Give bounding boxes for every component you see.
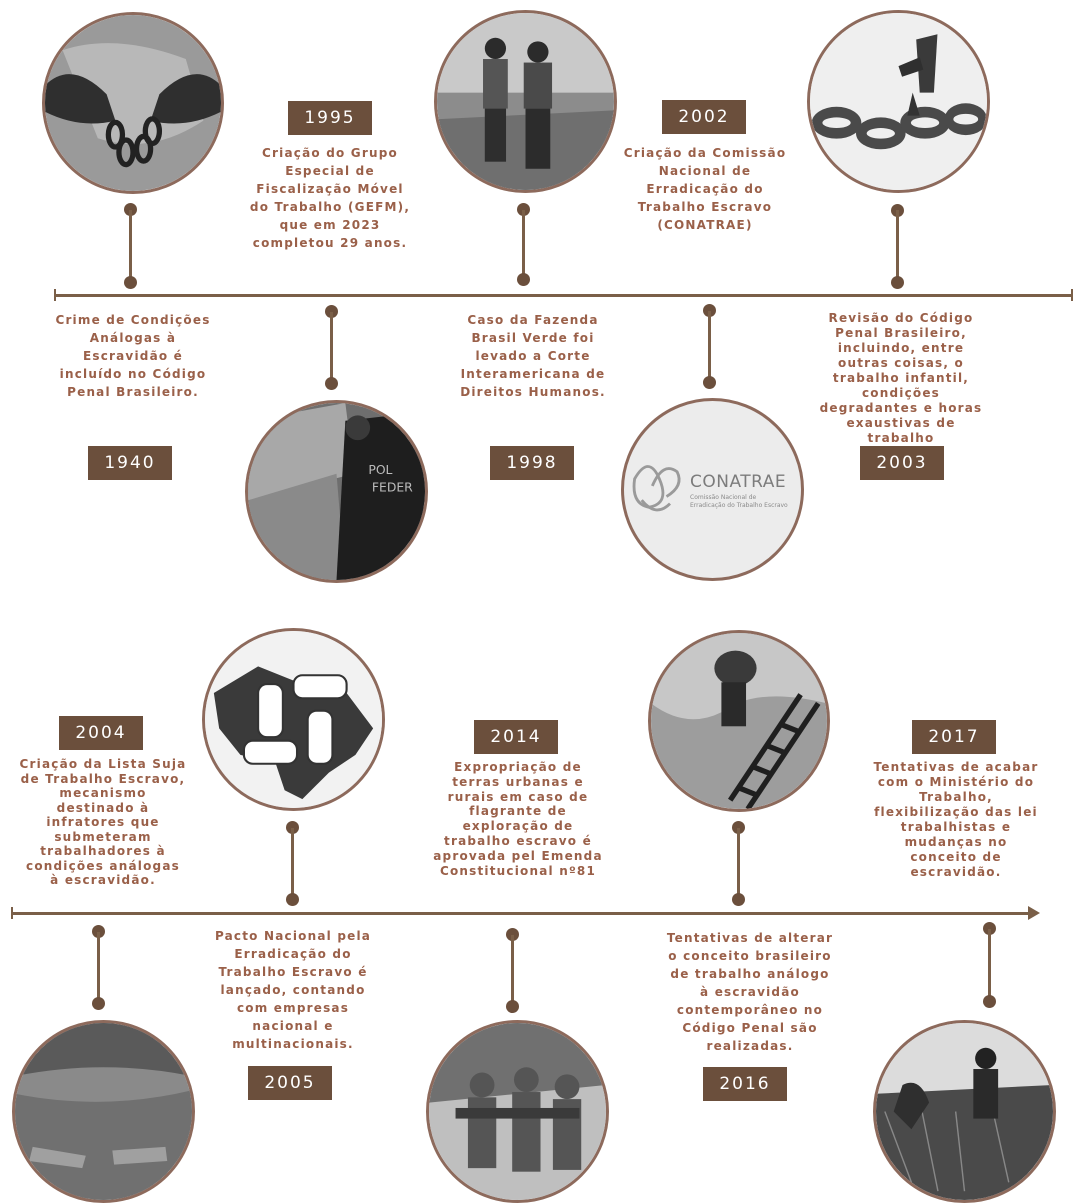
conatrae-subtitle-2: Erradicação do Trabalho Escravo xyxy=(690,502,788,509)
broken-chains-photo xyxy=(42,12,224,194)
event-description: Revisão do Código Penal Brasileiro, incl… xyxy=(819,311,983,445)
timeline-dot xyxy=(92,997,105,1010)
event-description: Caso da Fazenda Brasil Verde foi levado … xyxy=(460,313,606,399)
timeline-dot xyxy=(286,893,299,906)
conatrae-subtitle-1: Comissão Nacional de xyxy=(690,494,757,501)
timeline-stem xyxy=(708,311,711,381)
conatrae-name: CONATRAE xyxy=(690,472,787,492)
year-badge: 2004 xyxy=(59,716,143,750)
year-badge: 2017 xyxy=(912,720,996,754)
workers-field-photo xyxy=(434,10,617,193)
timeline-dot xyxy=(732,821,745,834)
chain-sculpture-photo xyxy=(807,10,990,193)
timeline-dot xyxy=(506,1000,519,1013)
event-description: Criação da Comissão Nacional de Erradica… xyxy=(623,146,787,232)
timeline-stem xyxy=(988,929,991,999)
timeline-stem xyxy=(511,935,514,1005)
event-description: Expropriação de terras urbanas e rurais … xyxy=(433,760,603,878)
federal-police-photo: POL FEDER xyxy=(245,400,428,583)
timeline-dot xyxy=(983,922,996,935)
timeline-stem xyxy=(97,932,100,1002)
year-badge: 1940 xyxy=(88,446,172,480)
timeline-dot xyxy=(891,276,904,289)
year-badge: 2014 xyxy=(474,720,558,754)
timeline-dot xyxy=(517,203,530,216)
event-description: Tentativas de acabar com o Ministério do… xyxy=(873,760,1039,879)
year-badge: 1998 xyxy=(490,446,574,480)
year-badge: 2003 xyxy=(860,446,944,480)
year-badge: 2005 xyxy=(248,1066,332,1100)
timeline-dot xyxy=(506,928,519,941)
timeline-stem xyxy=(129,210,132,280)
timeline-dot xyxy=(983,995,996,1008)
timeline-stem xyxy=(291,828,294,898)
timeline-top-start-tick xyxy=(54,289,56,301)
year-badge: 2016 xyxy=(703,1067,787,1101)
workers-group-photo xyxy=(426,1020,609,1203)
field-workers-photo xyxy=(873,1020,1056,1203)
timeline-dot xyxy=(124,276,137,289)
event-description: Tentativas de alterar o conceito brasile… xyxy=(666,931,834,1053)
timeline-dot xyxy=(124,203,137,216)
year-badge: 2002 xyxy=(662,100,746,134)
event-description: Criação do Grupo Especial de Fiscalizaçã… xyxy=(249,146,411,250)
timeline-dot xyxy=(325,305,338,318)
timeline-bottom-line xyxy=(12,912,1030,915)
feet-photo xyxy=(12,1020,195,1203)
timeline-stem xyxy=(522,210,525,280)
timeline-dot xyxy=(325,377,338,390)
timeline-dot xyxy=(732,893,745,906)
year-badge: 1995 xyxy=(288,101,372,135)
timeline-dot xyxy=(517,273,530,286)
ladder-worker-photo xyxy=(648,630,830,812)
event-description: Pacto Nacional pela Erradicação do Traba… xyxy=(214,929,372,1051)
timeline-top-end-tick xyxy=(1071,289,1073,301)
event-description: Criação da Lista Suja de Trabalho Escrav… xyxy=(19,757,187,887)
timeline-dot xyxy=(286,821,299,834)
event-description: Crime de Condições Análogas à Escravidão… xyxy=(55,313,211,399)
timeline-stem xyxy=(330,312,333,382)
timeline-stem xyxy=(737,828,740,898)
timeline-dot xyxy=(92,925,105,938)
timeline-dot xyxy=(703,376,716,389)
timeline-arrow-icon xyxy=(1028,906,1040,920)
timeline-top-line xyxy=(55,294,1073,297)
svg-text:FEDER: FEDER xyxy=(372,480,413,495)
conatrae-logo: CONATRAE Comissão Nacional de Erradicaçã… xyxy=(621,398,804,581)
timeline-dot xyxy=(703,304,716,317)
timeline-bottom-start-tick xyxy=(11,907,13,919)
hands-map-illustration xyxy=(202,628,385,811)
svg-text:POL: POL xyxy=(368,462,392,477)
timeline-stem xyxy=(896,210,899,280)
